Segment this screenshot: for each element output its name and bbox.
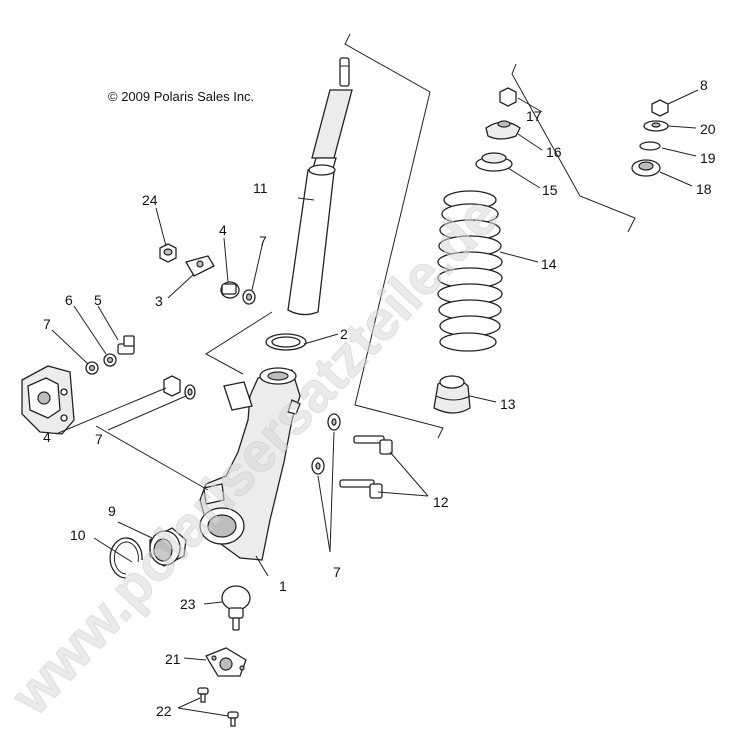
callout-6: 6 [65,292,73,308]
retaining-clip [185,255,215,277]
callout-2: 2 [340,326,348,342]
callout-7-lower: 7 [333,564,341,580]
steering-knuckle [199,367,301,561]
washer-20 [643,120,669,132]
ball-joint [221,585,251,631]
callout-5: 5 [94,292,102,308]
mount-18 [631,159,661,177]
callout-9: 9 [108,503,116,519]
callout-11: 11 [253,180,268,196]
callout-7-left: 7 [43,316,51,332]
mounting-plate [205,647,247,677]
callout-4-lower: 4 [43,429,51,445]
callout-17: 17 [526,108,542,124]
callout-7-mid: 7 [95,431,103,447]
shock-absorber [287,57,353,316]
nut-4-upper [220,281,240,299]
callout-18: 18 [696,181,712,197]
screws-22 [197,687,239,727]
washer-7-left [85,361,99,375]
callout-15: 15 [542,182,558,198]
callout-19: 19 [700,150,716,166]
callout-4-upper: 4 [219,222,227,238]
leader-lines [51,89,699,717]
o-ring [265,333,307,351]
nut-8 [651,99,669,117]
washer-7-mid [184,384,196,400]
bolt-12-lower [339,479,383,499]
spring-seat-15 [475,152,513,172]
callout-labels: 1 2 3 4 4 5 6 7 7 7 7 8 9 10 11 12 13 14… [43,77,716,719]
assembly-brackets [205,33,636,439]
washer-7-right-a [327,413,341,431]
nut-17 [499,87,517,107]
bump-stop [433,375,471,414]
brake-caliper [21,365,75,435]
bolt-5 [117,335,135,355]
washer-7-right-b [311,457,325,475]
copyright-text: © 2009 Polaris Sales Inc. [108,89,254,104]
callout-7-upper: 7 [259,233,267,249]
callout-24: 24 [142,192,158,208]
callout-16: 16 [546,144,562,160]
washer-7-upper [242,289,256,305]
callout-14: 14 [541,256,557,272]
nut-24 [159,243,177,263]
callout-20: 20 [700,121,716,137]
washer-6 [103,353,117,367]
cup-16 [485,120,521,140]
bolt-12-upper [353,435,393,455]
coil-spring [437,190,503,352]
nut-4-mid [163,375,181,397]
callout-3: 3 [155,293,163,309]
callout-21: 21 [165,651,181,667]
callout-12: 12 [433,494,449,510]
callout-10: 10 [70,527,86,543]
callout-8: 8 [700,77,708,93]
callout-13: 13 [500,396,516,412]
wheel-bearing [149,527,187,567]
callout-1: 1 [279,578,287,594]
washer-19 [639,141,661,151]
callout-22: 22 [156,703,172,719]
callout-23: 23 [180,596,196,612]
watermark-text: www.polarisersatzteile.de [0,184,510,727]
